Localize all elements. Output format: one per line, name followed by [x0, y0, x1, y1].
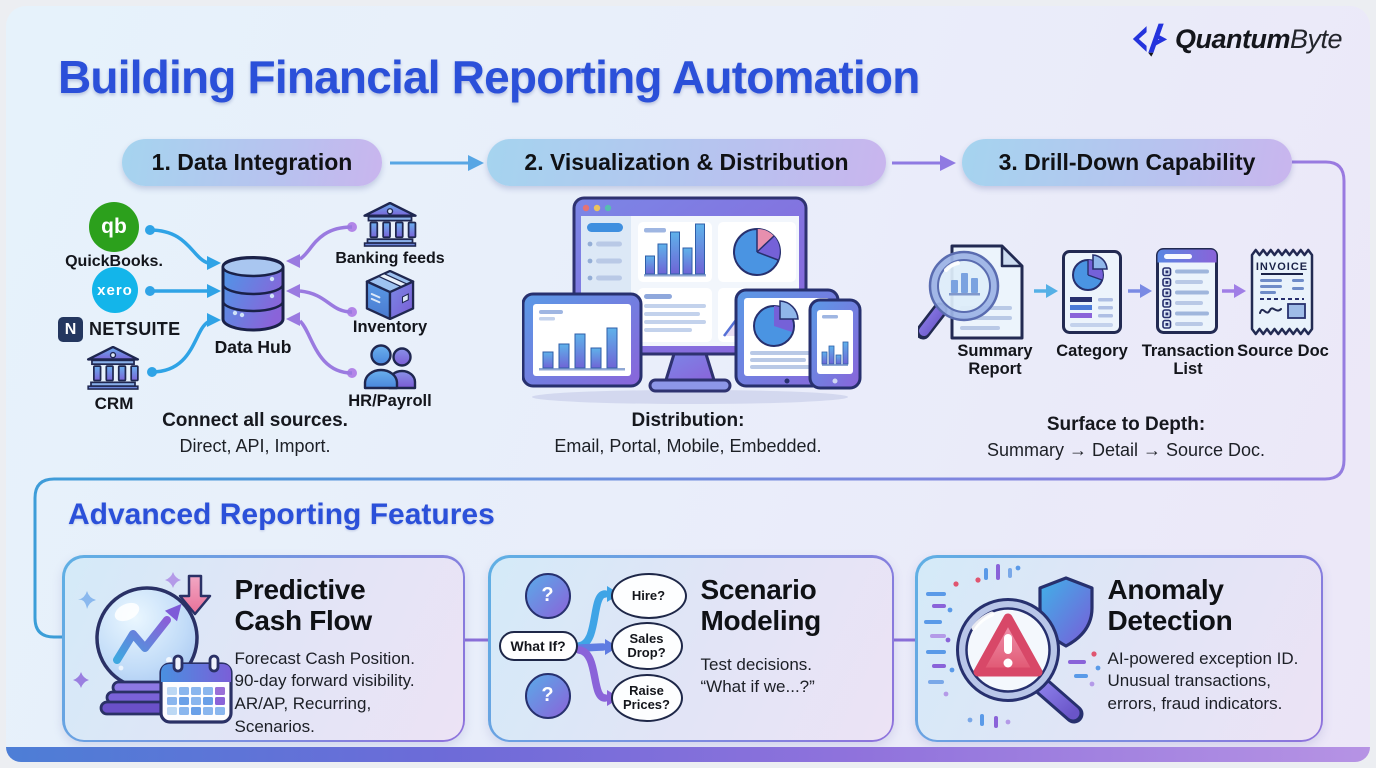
crm-bank-icon	[86, 346, 140, 390]
card-anomaly-detection: Anomaly Detection AI-powered exception I…	[915, 555, 1323, 742]
card3-line3: errors, fraud indicators.	[1107, 694, 1283, 714]
advanced-heading: Advanced Reporting Features	[68, 498, 495, 531]
brand-name-light: Byte	[1289, 23, 1343, 54]
card1-line1: Forecast Cash Position.	[234, 648, 415, 668]
integration-caption: Connect all sources. Direct, API, Import…	[95, 410, 415, 457]
stage-pill-1: 1. Data Integration	[122, 139, 382, 186]
card-scenario-modeling: ? ? What If? Hire? Sales Drop? Raise Pri…	[488, 555, 894, 742]
card-title-anomaly: Anomaly Detection	[1107, 573, 1233, 637]
visualization-caption-body: Email, Portal, Mobile, Embedded.	[554, 436, 822, 456]
drill-step-label-category: Category	[1056, 342, 1128, 360]
quantumbyte-mark-icon	[1132, 23, 1168, 57]
feed-label-hr: HR/Payroll	[348, 392, 432, 410]
question-glyph: ?	[541, 684, 554, 706]
stage-pill-3: 3. Drill-Down Capability	[962, 139, 1292, 186]
bubble-sales-drop: Sales Drop?	[610, 621, 683, 670]
page-title: Building Financial Reporting Automation	[58, 51, 920, 103]
netsuite-glyph: N	[64, 320, 77, 338]
card-predictive-cash-flow: Predictive Cash Flow Forecast Cash Posit…	[62, 555, 465, 742]
visualization-caption-title: Distribution:	[631, 410, 745, 431]
magnifier-alert-shield-icon	[923, 563, 1100, 728]
transaction-list-document-icon	[1156, 248, 1218, 334]
drilldown-caption: Surface to Depth: Summary → Detail → Sou…	[956, 414, 1296, 461]
inventory-box-icon	[365, 270, 415, 320]
question-circle-icon: ?	[524, 672, 571, 719]
card2-line2: “What if we...?”	[700, 677, 815, 697]
banking-feeds-icon	[363, 202, 417, 247]
devices-dashboard-illustration	[522, 196, 862, 404]
feed-label-banking: Banking feeds	[335, 250, 445, 267]
quickbooks-glyph: qb	[101, 215, 127, 238]
source-doc-invoice-icon: INVOICE	[1250, 248, 1314, 336]
card-title-scenario: Scenario Modeling	[700, 573, 822, 637]
hr-payroll-people-icon	[363, 344, 417, 390]
drill-step-label-summary: Summary Report	[957, 342, 1033, 379]
bubble-raise-prices: Raise Prices?	[610, 673, 683, 722]
stage-2-label: 2. Visualization & Distribution	[524, 149, 849, 175]
card-body-anomaly: AI-powered exception ID. Unusual transac…	[1108, 648, 1318, 717]
card3-line2: Unusual transactions,	[1107, 671, 1271, 691]
card2-line1: Test decisions.	[700, 654, 813, 674]
hub-label: Data Hub	[214, 337, 292, 357]
card-title-predictive: Predictive Cash Flow	[234, 573, 373, 637]
question-circle-icon: ?	[524, 572, 571, 619]
brand-name: QuantumByte	[1174, 23, 1343, 55]
stage-pill-2: 2. Visualization & Distribution	[487, 139, 886, 186]
bubble-hire: Hire?	[610, 572, 687, 619]
card1-line3: AR/AP, Recurring, Scenarios.	[234, 694, 372, 737]
integration-caption-title: Connect all sources.	[162, 410, 348, 431]
invoice-text: INVOICE	[1256, 261, 1308, 273]
netsuite-logo: N NETSUITE	[58, 317, 180, 342]
brand-name-bold: Quantum	[1174, 23, 1291, 54]
stage-3-label: 3. Drill-Down Capability	[998, 149, 1256, 175]
integration-caption-body: Direct, API, Import.	[179, 436, 331, 456]
netsuite-mark-icon: N	[58, 317, 83, 342]
what-if-pill: What If?	[498, 630, 578, 661]
card-body-scenario: Test decisions. “What if we...?”	[701, 654, 886, 700]
card-body-predictive: Forecast Cash Position. 90-day forward v…	[235, 648, 455, 740]
category-pie-document-icon	[1062, 250, 1122, 334]
crystal-ball-calendar-icon	[72, 571, 233, 724]
feed-label-inventory: Inventory	[352, 318, 428, 336]
stage-1-label: 1. Data Integration	[151, 149, 353, 175]
xero-logo-icon: xero	[92, 267, 138, 313]
quickbooks-logo-icon: qb	[89, 202, 139, 252]
question-glyph: ?	[541, 584, 554, 606]
netsuite-wordmark: NETSUITE	[89, 319, 181, 339]
card1-line2: 90-day forward visibility.	[234, 671, 415, 691]
footer-gradient-bar	[6, 747, 1370, 762]
drilldown-caption-title: Surface to Depth:	[1046, 414, 1206, 435]
summary-report-magnifier-icon	[918, 244, 1024, 340]
visualization-caption: Distribution: Email, Portal, Mobile, Emb…	[528, 410, 848, 457]
drilldown-caption-body: Summary → Detail → Source Doc.	[986, 440, 1266, 460]
xero-glyph: xero	[97, 281, 133, 299]
card3-line1: AI-powered exception ID.	[1107, 648, 1299, 668]
drill-step-label-transaction: Transaction List	[1141, 342, 1235, 379]
data-hub-icon	[221, 256, 285, 332]
drill-step-label-source: Source Doc	[1237, 342, 1329, 360]
brand-logo: QuantumByte	[1132, 20, 1343, 58]
